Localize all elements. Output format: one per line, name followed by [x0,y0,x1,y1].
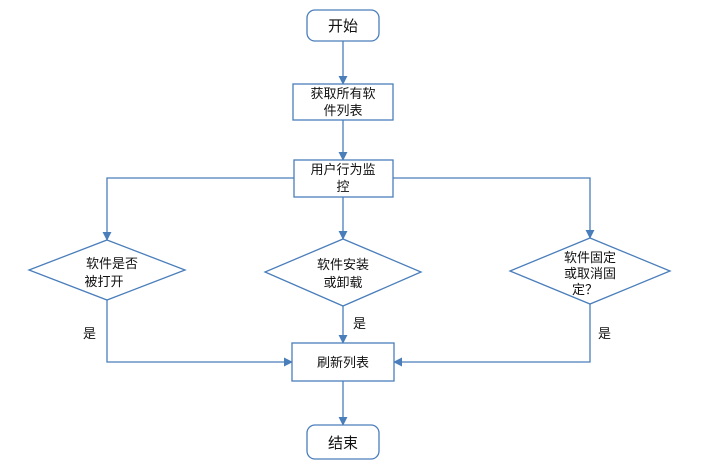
node-decision-open-label-line1: 软件是否 [86,257,138,272]
node-monitor-label-line1: 用户行为监 [310,162,375,178]
node-decision-open [27,239,187,301]
node-end-label: 结束 [328,434,358,452]
node-monitor [293,159,394,198]
node-end [306,424,380,460]
connectors [102,41,595,426]
node-get-list-label-line2: 件列表 [323,104,362,119]
node-monitor-label-line2: 控 [336,180,349,195]
node-refresh [291,342,395,382]
node-decision-open-label-line2: 被打开 [84,275,123,290]
node-decision-install [263,238,423,307]
edge-open-to-refresh [106,300,293,367]
edge-monitor-to-open [102,177,294,241]
node-decision-pin-label-line1: 软件固定 [564,251,616,266]
node-start-label: 开始 [328,17,358,35]
node-refresh-label: 刷新列表 [317,355,369,371]
shapes [27,9,672,460]
node-decision-install-label-line1: 软件安装 [317,258,369,273]
edge-label-yes-install: 是 [353,317,366,332]
edge-label-yes-open: 是 [83,327,96,342]
node-decision-pin-label-line3: 定？ [572,283,598,298]
node-decision-pin-label-line2: 或取消固 [564,267,616,282]
node-get-list-label-line1: 获取所有软 [310,87,375,102]
edge-labels: 是 是 是 [83,317,611,342]
edge-monitor-to-pin [393,177,595,239]
node-get-list [292,83,394,121]
node-decision-install-label-line2: 或卸载 [323,275,362,291]
edge-label-yes-pin: 是 [598,327,611,342]
edge-pin-to-refresh [393,304,591,367]
node-decision-pin [508,237,672,305]
labels: 开始 获取所有软 件列表 用户行为监 控 软件是否 被打开 软件安装 或卸载 软… [84,17,616,452]
node-start [306,9,380,42]
